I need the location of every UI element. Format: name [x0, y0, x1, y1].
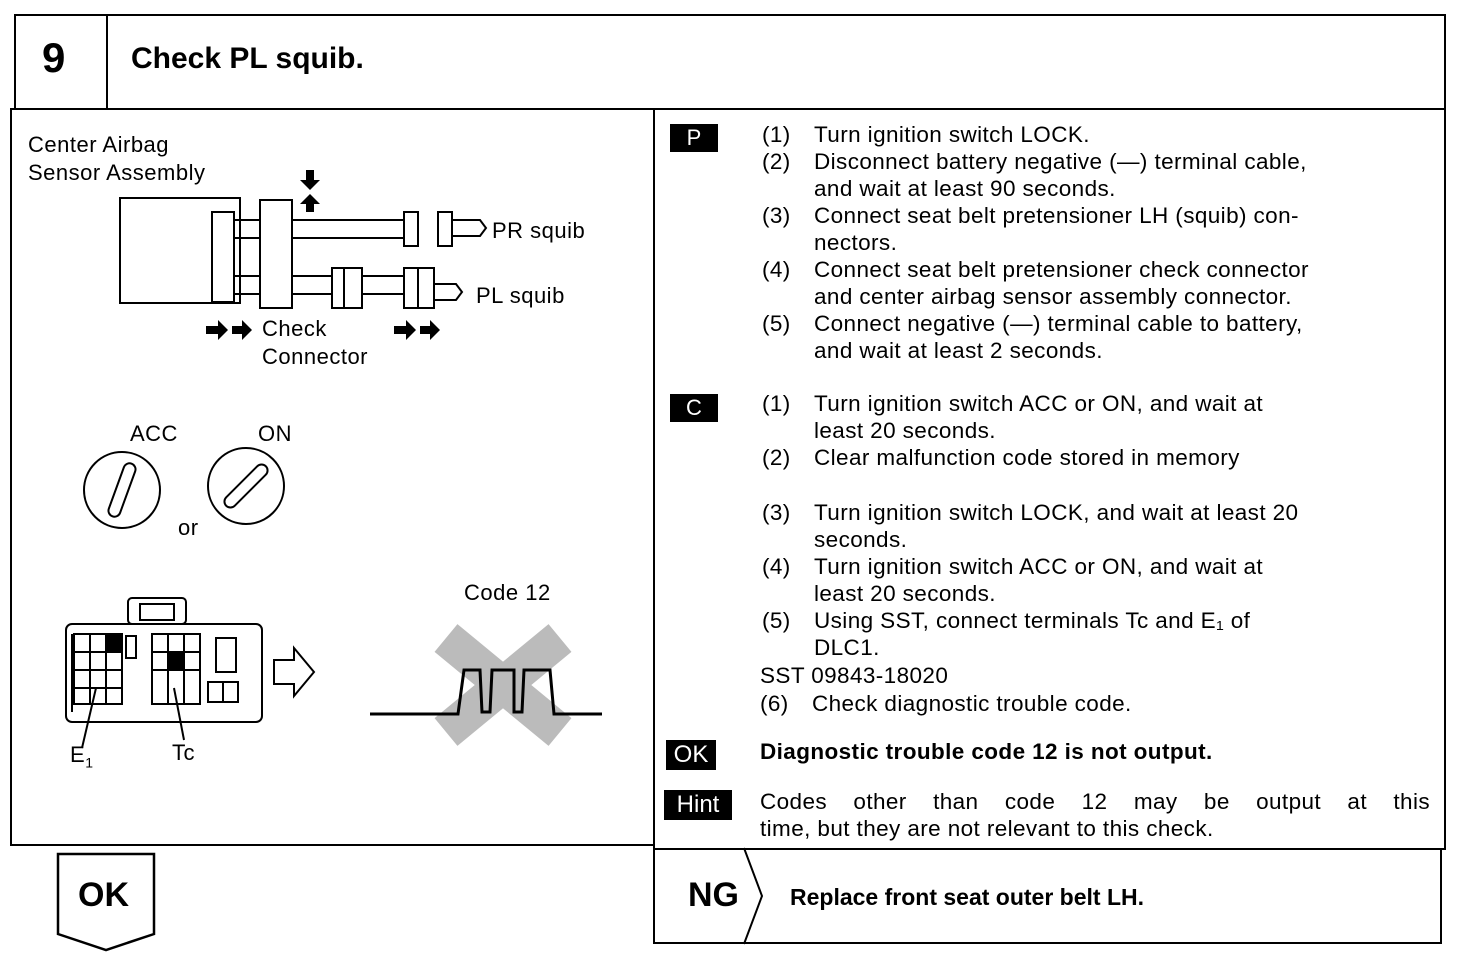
prep-step-3-line-2: nectors. — [814, 230, 898, 255]
ok-result-text: Diagnostic trouble code 12 is not output… — [760, 739, 1213, 764]
hint-line-1: Codes other than code 12 may be output a… — [760, 789, 1430, 814]
e1-label: E1 — [70, 742, 94, 771]
pr-squib-label: PR squib — [492, 218, 586, 243]
ng-divider — [743, 847, 764, 945]
check-step-5-line-1: (5)Using SST, connect terminals Tc and E… — [762, 608, 1251, 633]
ok-arrow-label: OK — [78, 876, 129, 914]
squib-wiring-diagram — [65, 170, 602, 749]
prep-step-1-line-1: (1)Turn ignition switch LOCK. — [762, 122, 1090, 147]
prep-step-2-line-1: (2)Disconnect battery negative (—) termi… — [762, 149, 1307, 174]
check-step-5-line-2: DLC1. — [814, 635, 880, 660]
code-label: Code 12 — [464, 580, 551, 605]
check-step-2-line-1: (2)Clear malfunction code stored in memo… — [762, 445, 1240, 470]
check-step-4-line-1: (4)Turn ignition switch ACC or ON, and w… — [762, 554, 1264, 579]
page-title: Check PL squib. — [131, 42, 364, 75]
check-step-1-line-1: (1)Turn ignition switch ACC or ON, and w… — [762, 391, 1264, 416]
hint-tag: Hint — [664, 790, 732, 820]
step-number: 9 — [42, 34, 66, 81]
ok-arrow-box — [56, 852, 156, 952]
check-tag: C — [670, 394, 718, 422]
or-label: or — [178, 515, 199, 540]
check-connector-label-1: Check — [262, 316, 327, 341]
ng-label: NG — [688, 876, 739, 914]
pl-squib-label: PL squib — [476, 283, 565, 308]
prep-step-5-line-2: and wait at least 2 seconds. — [814, 338, 1103, 363]
check-connector-label-2: Connector — [262, 344, 369, 369]
header-divider — [106, 14, 108, 110]
sst-number: SST 09843-18020 — [760, 663, 949, 688]
prep-step-2-line-2: and wait at least 90 seconds. — [814, 176, 1116, 201]
on-label: ON — [258, 421, 292, 446]
center-sensor-label-2: Sensor Assembly — [28, 160, 206, 185]
tc-label: Tc — [172, 740, 195, 765]
acc-label: ACC — [130, 421, 178, 446]
prep-step-4-line-2: and center airbag sensor assembly connec… — [814, 284, 1292, 309]
prep-tag: P — [670, 124, 718, 152]
ok-tag: OK — [666, 740, 716, 770]
prep-step-5-line-1: (5)Connect negative (—) terminal cable t… — [762, 311, 1303, 336]
prep-step-4-line-1: (4)Connect seat belt pretensioner check … — [762, 257, 1309, 282]
ng-result-box — [653, 848, 1442, 944]
check-step-4-line-2: least 20 seconds. — [814, 581, 996, 606]
check-step-6: (6)Check diagnostic trouble code. — [760, 691, 1132, 716]
check-step-3-line-1: (3)Turn ignition switch LOCK, and wait a… — [762, 500, 1299, 525]
check-step-3-line-2: seconds. — [814, 527, 908, 552]
prep-step-3-line-1: (3)Connect seat belt pretensioner LH (sq… — [762, 203, 1299, 228]
ng-action-text: Replace front seat outer belt LH. — [790, 884, 1145, 910]
check-step-1-line-2: least 20 seconds. — [814, 418, 996, 443]
hint-line-2: time, but they are not relevant to this … — [760, 816, 1214, 841]
center-sensor-label-1: Center Airbag — [28, 132, 170, 157]
